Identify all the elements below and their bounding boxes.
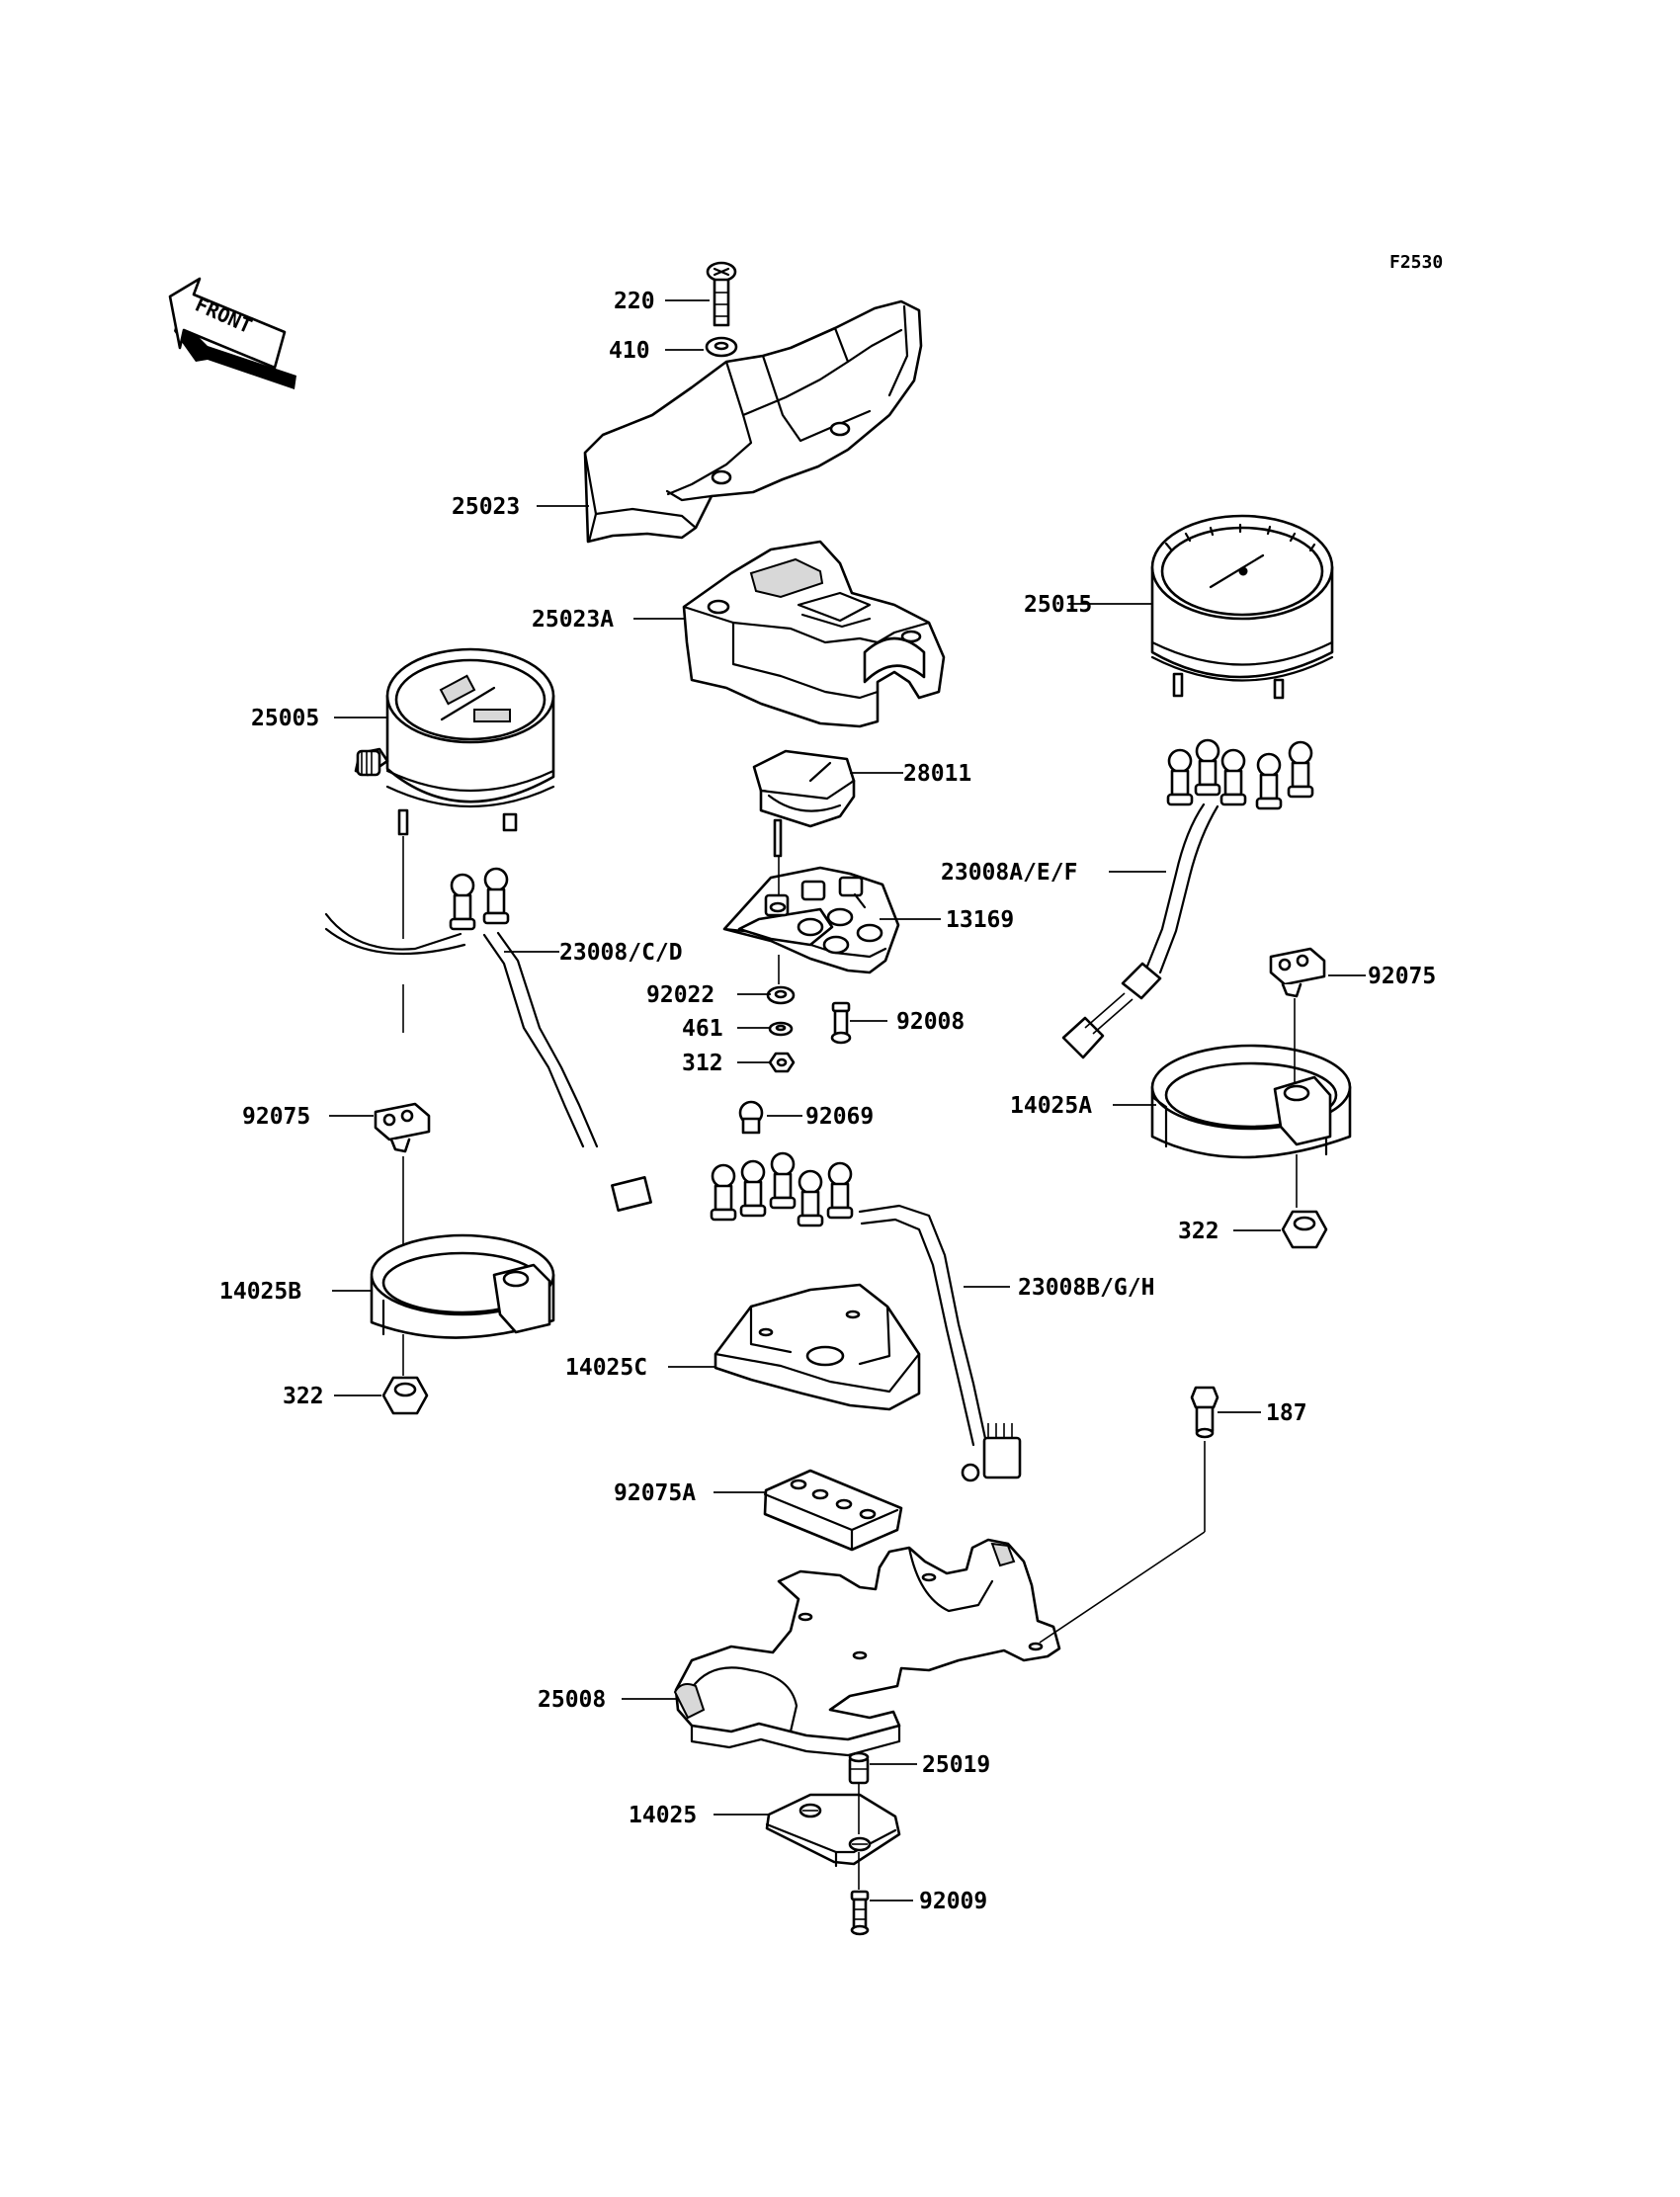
plate-14025 [765,1793,901,1868]
mounting-bracket-25008 [673,1538,1061,1757]
figure-code: F2530 [1389,252,1443,273]
label-25008: 25008 [538,1687,606,1713]
bulb-cluster-23008BGH [710,1151,1022,1482]
speedometer-25005 [354,647,555,836]
label-25023A: 25023A [532,607,614,633]
meter-cover-25023 [583,299,923,544]
nut-312 [768,1052,796,1073]
bracket-14025B [370,1233,555,1339]
tachometer-25015 [1150,514,1334,700]
label-25023: 25023 [452,494,520,520]
label-322-right: 322 [1178,1219,1219,1244]
washer-461 [768,1021,794,1037]
label-28011: 28011 [903,761,971,787]
label-92022: 92022 [646,982,714,1008]
label-25019: 25019 [922,1752,990,1778]
leader-lines [329,299,1366,1901]
label-322-left: 322 [283,1384,324,1409]
indicator-lens-28011 [752,749,856,858]
label-312: 312 [682,1051,723,1076]
bulb-92069 [738,1100,764,1135]
washer-92022 [766,985,796,1005]
holder-14025C [714,1283,921,1411]
nut-322-right [1281,1210,1328,1249]
indicator-housing-13169 [722,866,900,974]
label-23008BGH: 23008B/G/H [1018,1275,1154,1301]
assembly-center-lines [402,836,1298,1890]
label-14025B: 14025B [219,1279,301,1305]
label-92075A: 92075A [614,1480,696,1506]
label-14025A: 14025A [1010,1093,1092,1119]
bolt-187 [1190,1386,1219,1439]
front-arrow-icon: FRONT [168,277,296,389]
label-25015: 25015 [1024,592,1092,618]
cushion-92075-right [1269,947,1326,998]
label-92075-right: 92075 [1368,964,1436,989]
screw-92009 [850,1890,870,1936]
label-25005: 25005 [251,706,319,731]
meter-case-25023A [682,540,946,728]
label-461: 461 [682,1016,723,1042]
label-14025C: 14025C [565,1355,647,1381]
bulb-cluster-23008CD [324,867,652,1213]
cushion-92075-left [374,1102,431,1153]
label-220: 220 [614,289,655,314]
bulb-cluster-23008AEF [1061,738,1314,1059]
label-13169: 13169 [946,907,1014,933]
label-92075-left: 92075 [242,1104,310,1130]
label-92069: 92069 [805,1104,874,1130]
label-92008: 92008 [896,1009,965,1035]
part-labels: 220 410 25023 25023A 25015 25005 28011 2… [219,289,1436,1914]
label-410: 410 [609,338,650,364]
pad-92075A [763,1469,903,1552]
label-23008CD: 23008/C/D [559,940,683,966]
label-92009: 92009 [919,1889,987,1914]
label-14025: 14025 [629,1803,697,1828]
label-23008AEF: 23008A/E/F [941,860,1077,886]
label-187: 187 [1266,1400,1307,1426]
screw-92008 [830,1001,852,1045]
bracket-14025A [1150,1044,1352,1159]
nut-322-left [381,1376,429,1415]
collar-25019 [848,1751,870,1785]
screw-220 [706,261,737,327]
washer-410 [705,336,738,358]
